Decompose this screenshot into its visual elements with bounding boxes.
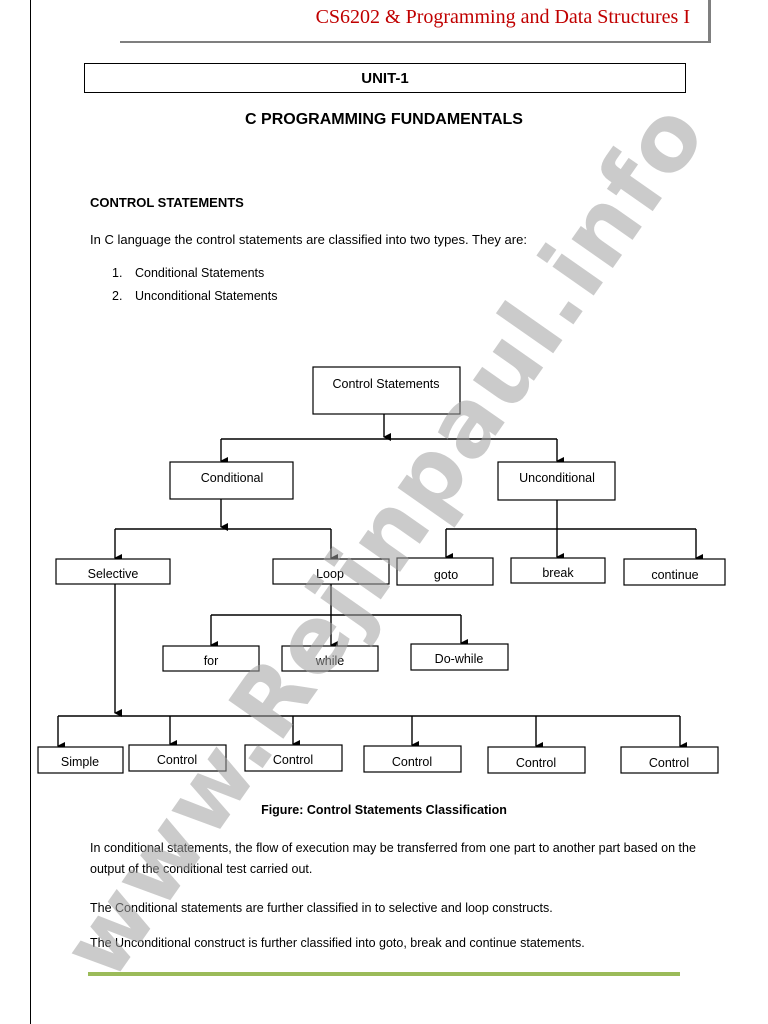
label-continue: continue	[651, 568, 698, 582]
label-control-statements: Control Statements	[333, 377, 440, 391]
label-for: for	[204, 654, 219, 668]
label-control: Control	[273, 753, 313, 767]
label-break: break	[542, 566, 574, 580]
label-unconditional: Unconditional	[519, 471, 595, 485]
box-loop	[272, 558, 390, 585]
paragraph: The Unconditional construct is further c…	[90, 936, 585, 950]
diagram-connectors	[57, 414, 703, 750]
figure-caption: Figure: Control Statements Classificatio…	[261, 803, 507, 817]
paragraph: In conditional statements, the flow of e…	[90, 841, 696, 876]
list-label: Conditional Statements	[135, 266, 265, 280]
list-number: 1.	[112, 266, 123, 280]
footer-rule	[88, 972, 680, 976]
paragraph: The Conditional statements are further c…	[90, 901, 553, 915]
label-while: while	[315, 654, 345, 668]
box-control-2	[244, 744, 343, 772]
box-simple	[37, 746, 124, 774]
unit-title: UNIT-1	[361, 69, 409, 87]
label-control: Control	[392, 755, 432, 769]
page-border	[30, 0, 31, 1024]
label-do-while: Do-while	[435, 652, 484, 666]
box-control-3	[363, 745, 462, 773]
intro-text: In C language the control statements are…	[90, 232, 527, 247]
diagram-boxes	[37, 366, 726, 774]
box-goto	[396, 557, 494, 586]
list-number: 2.	[112, 289, 123, 303]
label-goto: goto	[434, 568, 458, 582]
list-item: 1. Conditional Statements	[112, 266, 277, 289]
chapter-title: C PROGRAMMING FUNDAMENTALS	[245, 111, 523, 128]
box-break	[510, 557, 606, 584]
box-while	[281, 645, 379, 672]
label-loop: Loop	[316, 567, 344, 581]
list-item: 2. Unconditional Statements	[112, 289, 277, 312]
section-heading: CONTROL STATEMENTS	[90, 195, 244, 210]
label-selective: Selective	[88, 567, 139, 581]
label-conditional: Conditional	[201, 471, 264, 485]
header-rule-vertical	[708, 0, 711, 43]
box-control-statements	[312, 366, 461, 415]
header-title: CS6202 & Programming and Data Structures…	[315, 6, 690, 28]
list-label: Unconditional Statements	[135, 289, 278, 303]
unit-title-box: UNIT-1	[84, 63, 686, 93]
box-control-5	[620, 746, 719, 774]
label-control: Control	[649, 756, 689, 770]
box-control-1	[128, 744, 227, 772]
label-simple: Simple	[61, 755, 99, 769]
box-selective	[55, 558, 171, 585]
box-for	[162, 645, 260, 672]
box-continue	[623, 558, 726, 586]
box-conditional	[169, 461, 294, 500]
box-control-4	[487, 746, 586, 774]
box-do-while	[410, 643, 509, 671]
types-list: 1. Conditional Statements 2. Unconditional…	[112, 266, 277, 312]
label-control: Control	[157, 753, 197, 767]
box-unconditional	[497, 461, 616, 501]
label-control: Control	[516, 756, 556, 770]
header-rule	[120, 41, 708, 43]
